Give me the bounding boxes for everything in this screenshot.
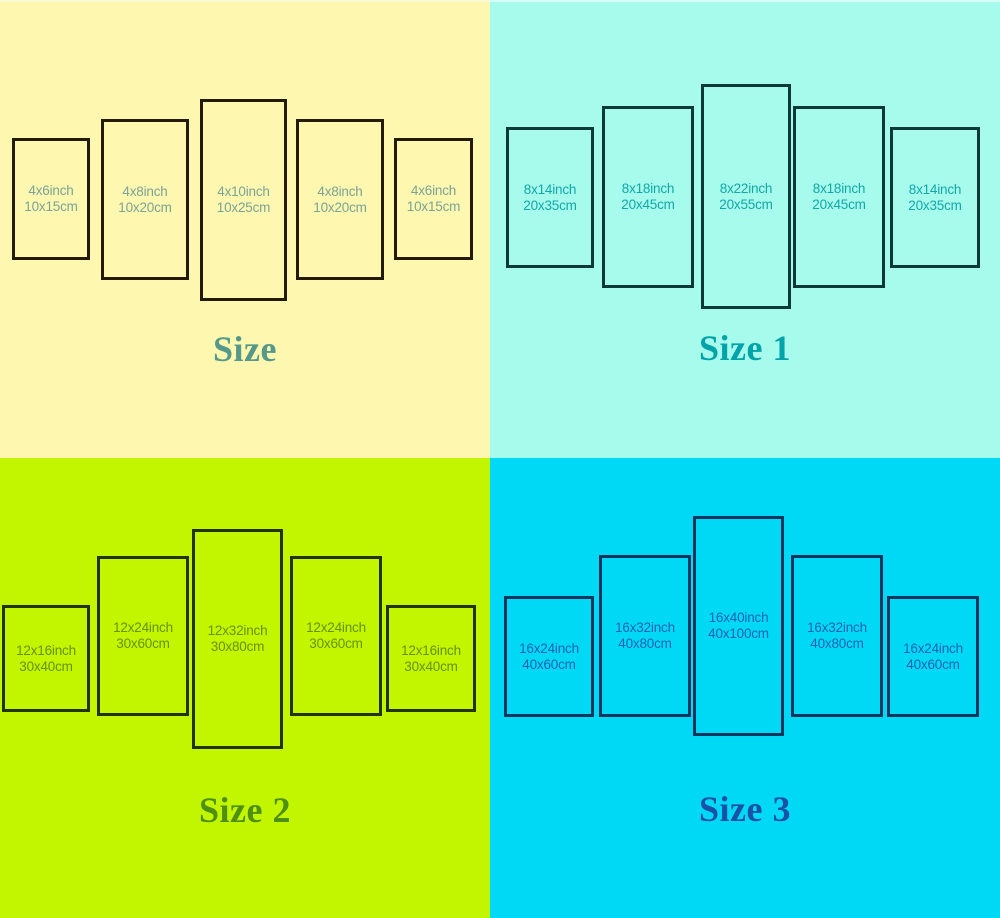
panel-dimension-cm: 40x100cm	[708, 626, 769, 641]
panel-dimension-inch: 16x40inch	[708, 610, 769, 626]
panel-dimension-cm: 10x15cm	[24, 199, 78, 214]
panel-dimension-cm: 40x80cm	[618, 636, 672, 651]
top-edge-strip	[0, 0, 1000, 2]
panel-dimension-cm: 10x20cm	[313, 199, 367, 215]
panel-dimension-cm: 30x40cm	[19, 658, 73, 674]
panel-dimension-inch: 4x8inch	[122, 183, 168, 199]
panel-dimension-cm: 20x45cm	[812, 197, 866, 212]
panel-dimension-cm: 30x60cm	[309, 636, 363, 651]
panel-dimension-cm: 10x15cm	[406, 199, 461, 214]
size-caption-size: Size	[213, 329, 277, 369]
panel-dimension-cm: 30x60cm	[116, 636, 170, 651]
panel-dimension-cm: 20x45cm	[621, 197, 675, 212]
panel-dimension-cm: 40x60cm	[906, 656, 960, 672]
panel-dimension-cm: 30x80cm	[210, 639, 265, 654]
top-edge-strip-right	[490, 0, 1000, 2]
top-edge-strip-left	[0, 0, 490, 2]
panel-dimension-cm: 20x35cm	[523, 197, 577, 213]
panel-dimension-inch: 8x14inch	[908, 181, 962, 197]
size-caption-size-1: Size 1	[699, 328, 791, 368]
panel-dimension-inch: 16x32inch	[615, 620, 675, 636]
panel-dimension-inch: 8x18inch	[621, 181, 675, 197]
panel-dimension-inch: 12x24inch	[113, 620, 173, 636]
panel-dimension-inch: 8x14inch	[523, 181, 577, 197]
panel-dimension-inch: 4x6inch	[28, 183, 74, 199]
panel-dimension-inch: 16x32inch	[807, 620, 867, 636]
panel-dimension-inch: 16x24inch	[903, 640, 963, 656]
panel-dimension-inch: 8x22inch	[719, 180, 773, 196]
panel-dimension-inch: 8x18inch	[812, 181, 866, 197]
panel-dimension-cm: 10x20cm	[118, 199, 172, 215]
panel-dimension-cm: 40x80cm	[810, 636, 864, 651]
panel-dimension-inch: 16x24inch	[519, 640, 579, 656]
panel-dimension-inch: 12x16inch	[16, 642, 76, 658]
panel-dimension-inch: 4x10inch	[217, 184, 270, 200]
panel-dimension-cm: 20x55cm	[719, 196, 773, 212]
size-caption-size-3: Size 3	[699, 789, 791, 829]
panel-dimension-inch: 4x8inch	[317, 183, 363, 199]
panel-dimension-cm: 40x60cm	[522, 656, 576, 672]
size-caption-size-2: Size 2	[199, 790, 291, 830]
panel-dimension-inch: 12x24inch	[306, 620, 366, 636]
panel-dimension-cm: 30x40cm	[404, 658, 458, 674]
panel-dimension-inch: 4x6inch	[410, 183, 457, 199]
panel-dimension-cm: 10x25cm	[216, 200, 271, 215]
panel-dimension-inch: 12x16inch	[401, 642, 461, 658]
panel-dimension-inch: 12x32inch	[207, 623, 268, 639]
panel-dimension-cm: 20x35cm	[908, 197, 962, 213]
